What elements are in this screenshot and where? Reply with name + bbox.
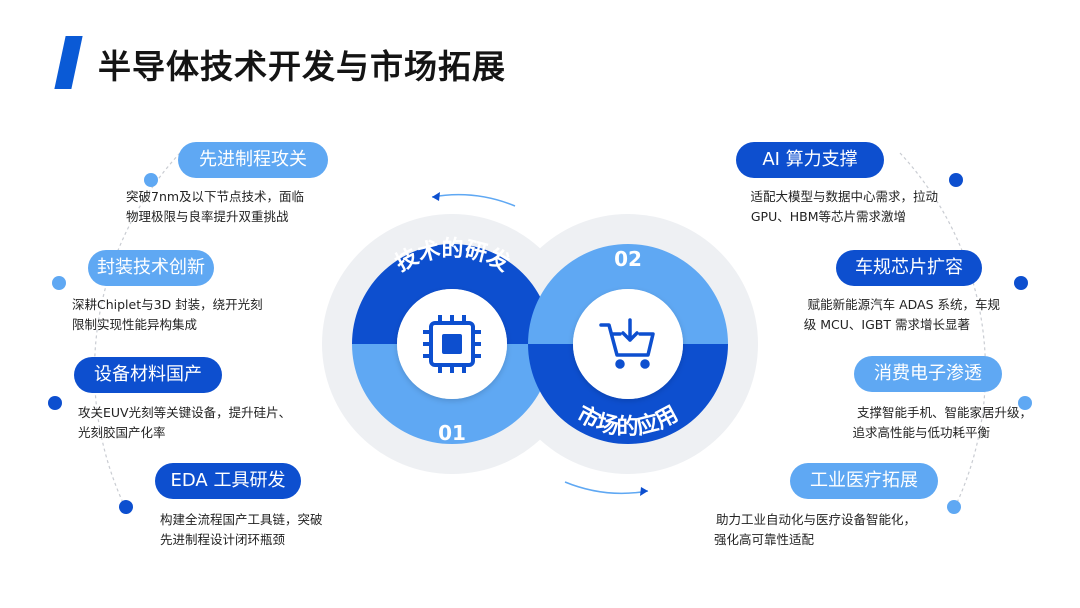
desc-eda-1: 构建全流程国产工具链，突破 [160, 512, 323, 527]
right-dashed-arc [899, 152, 987, 508]
right-ring-bottom [528, 344, 728, 444]
top-arrow-head [432, 192, 440, 201]
page-title: 半导体技术开发与市场拓展 [98, 47, 506, 86]
pill-consumer: 消费电子渗透 [854, 356, 1002, 392]
pill-eda: EDA 工具研发 [155, 463, 301, 499]
desc-industry-medical-2: 强化高可靠性适配 [713, 532, 814, 547]
left-dot-3 [48, 396, 62, 410]
right-dot-3 [1018, 396, 1032, 410]
right-dot-4 [947, 500, 961, 514]
shopping-cart-icon [599, 318, 655, 369]
left-dot-2 [52, 276, 66, 290]
desc-equipment-1: 攻关EUV光刻等关键设备，提升硅片、 [78, 405, 292, 420]
left-dashed-arc [93, 152, 181, 508]
right-dot-1 [949, 173, 963, 187]
desc-advanced-process-1: 突破7nm及以下节点技术，面临 [126, 189, 305, 204]
desc-auto-chips-2: 级 MCU、IGBT 需求增长显著 [803, 317, 970, 332]
desc-packaging-2: 限制实现性能异构集成 [72, 317, 198, 332]
desc-consumer-1: 支撑智能手机、智能家居升级， [856, 405, 1032, 420]
desc-equipment-2: 光刻胶国产化率 [78, 425, 166, 440]
left-ring-top [352, 244, 552, 344]
top-arrow [431, 193, 516, 207]
pill-advanced-process: 先进制程攻关 [178, 142, 328, 178]
number-01: 01 [438, 421, 466, 445]
desc-industry-medical-1: 助力工业自动化与医疗设备智能化， [715, 512, 916, 527]
desc-advanced-process-2: 物理极限与良率提升双重挑战 [126, 209, 289, 224]
desc-eda-2: 先进制程设计闭环瓶颈 [160, 532, 286, 547]
desc-packaging-1: 深耕Chiplet与3D 封装，绕开光刻 [72, 297, 263, 312]
desc-ai-compute-2: GPU、HBM等芯片需求激增 [750, 209, 906, 224]
pill-industry-medical: 工业医疗拓展 [790, 463, 938, 499]
desc-ai-compute-1: 适配大模型与数据中心需求，拉动 [750, 189, 938, 204]
bottom-arrow [564, 481, 649, 495]
right-inner-circle [573, 289, 683, 399]
left-ring-bottom [352, 344, 552, 444]
left-dot-4 [119, 500, 133, 514]
right-dot-2 [1014, 276, 1028, 290]
bottom-arrow-head [640, 487, 648, 496]
number-02: 02 [614, 247, 642, 271]
pill-packaging: 封装技术创新 [88, 250, 214, 286]
right-ring-top [528, 244, 728, 344]
pill-ai-compute: AI 算力支撑 [736, 142, 884, 178]
desc-auto-chips-1: 赋能新能源汽车 ADAS 系统，车规 [807, 297, 1000, 312]
left-dot-1 [144, 173, 158, 187]
pill-auto-chips: 车规芯片扩容 [836, 250, 982, 286]
desc-consumer-2: 追求高性能与低功耗平衡 [852, 425, 990, 440]
chip-icon [423, 315, 481, 373]
pill-equipment: 设备材料国产 [74, 357, 222, 393]
